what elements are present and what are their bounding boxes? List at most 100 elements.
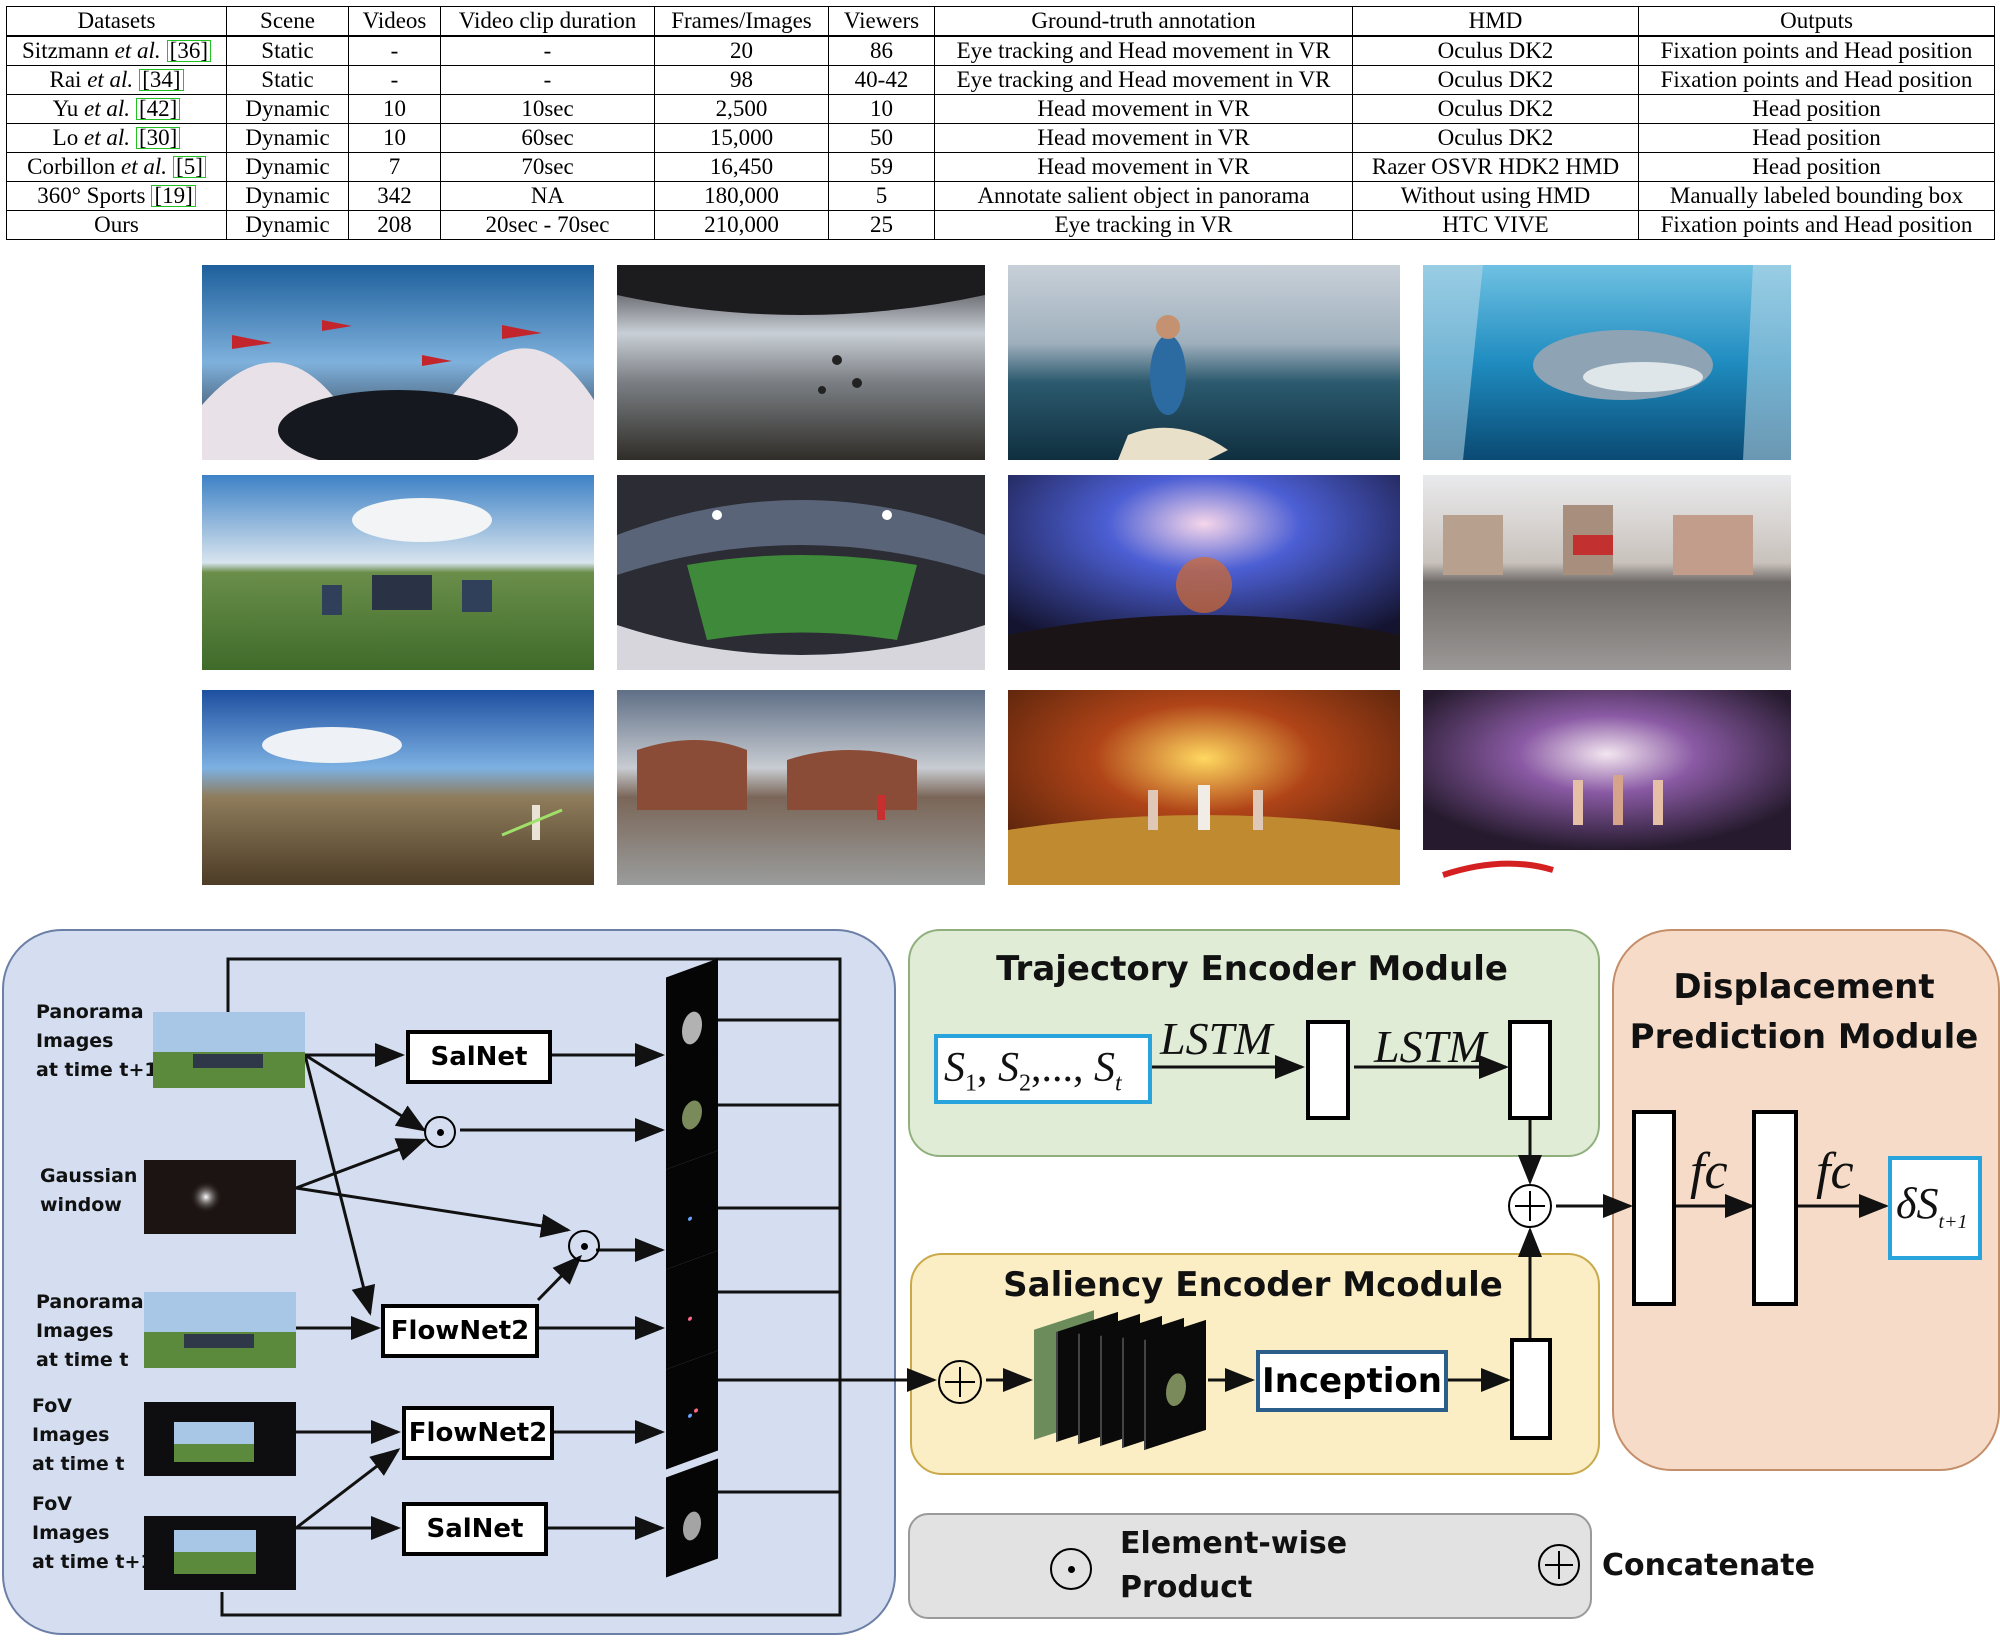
- flownet2-top-box: FlowNet2: [381, 1304, 539, 1358]
- duration-cell: 60sec: [440, 123, 655, 153]
- feature-map: [666, 1150, 718, 1270]
- duration-cell: 70sec: [440, 152, 655, 182]
- column-header: Frames/Images: [654, 6, 829, 37]
- viewers-cell: 10: [828, 94, 935, 124]
- panorama-photo: [617, 265, 985, 460]
- fc-label-1: fc: [1690, 1143, 1728, 1200]
- dataset-name-cell: Rai et al.[34]: [6, 65, 227, 95]
- lstm-label-2: LSTM: [1374, 1021, 1487, 1072]
- legend-element-wise-product: Element-wise Product: [1120, 1526, 1348, 1605]
- panorama-photo: [1008, 265, 1400, 460]
- salnet-bottom-box: SalNet: [402, 1502, 548, 1556]
- scene-cell: Dynamic: [226, 123, 349, 153]
- duration-cell: 10sec: [440, 94, 655, 124]
- frames-cell: 15,000: [654, 123, 829, 153]
- annotation-cell: Eye tracking in VR: [934, 210, 1353, 240]
- flownet2-bottom-box: FlowNet2: [402, 1406, 554, 1460]
- videos-cell: 208: [348, 210, 441, 240]
- videos-cell: -: [348, 65, 441, 95]
- panorama-photo: [202, 265, 594, 460]
- duration-cell: -: [440, 35, 655, 66]
- outputs-cell: Manually labeled bounding box: [1638, 181, 1995, 211]
- fov-thumbnail-t: [144, 1402, 296, 1476]
- frames-cell: 20: [654, 35, 829, 66]
- viewers-cell: 5: [828, 181, 935, 211]
- gaussian-window-thumbnail: [144, 1160, 296, 1234]
- scene-cell: Dynamic: [226, 210, 349, 240]
- hmd-cell: Oculus DK2: [1352, 65, 1639, 95]
- inception-box: Inception: [1256, 1350, 1448, 1412]
- annotation-cell: Head movement in VR: [934, 94, 1353, 124]
- column-header: Datasets: [6, 6, 227, 37]
- sequence-expression: S1, S2,..., St: [944, 1045, 1122, 1097]
- panorama-thumbnail-t: [144, 1292, 296, 1368]
- column-header: Outputs: [1638, 6, 1995, 37]
- fc-label-2: fc: [1816, 1143, 1854, 1200]
- citation-link[interactable]: [19]: [151, 184, 196, 207]
- videos-cell: 7: [348, 152, 441, 182]
- duration-cell: NA: [440, 181, 655, 211]
- column-header: Videos: [348, 6, 441, 37]
- label-fov-t1: FoV Images at time t+1: [32, 1493, 154, 1573]
- table-header-row: Datasets Scene Videos Video clip duratio…: [6, 6, 1995, 37]
- feature-map: [666, 1350, 718, 1470]
- panorama-photo: [617, 690, 985, 885]
- annotation-cell: Eye tracking and Head movement in VR: [934, 35, 1353, 66]
- label-gaussian-window: Gaussian window: [40, 1165, 138, 1216]
- frames-cell: 98: [654, 65, 829, 95]
- column-header: Ground-truth annotation: [934, 6, 1353, 37]
- outputs-cell: Head position: [1638, 152, 1995, 182]
- duration-cell: 20sec - 70sec: [440, 210, 655, 240]
- annotation-cell: Head movement in VR: [934, 152, 1353, 182]
- feature-map: [666, 1250, 718, 1370]
- citation-link[interactable]: [5]: [173, 155, 206, 178]
- fc-layer-1: [1632, 1110, 1676, 1306]
- saliency-encoder-title: Saliency Encoder Mcodule: [1003, 1265, 1503, 1305]
- citation-link[interactable]: [42]: [135, 97, 181, 120]
- panorama-photo: [1008, 690, 1400, 885]
- hmd-cell: Oculus DK2: [1352, 35, 1639, 66]
- concatenate-icon: [1508, 1184, 1552, 1228]
- feature-map: [666, 1050, 718, 1170]
- feature-map: [666, 1458, 718, 1578]
- column-header: HMD: [1352, 6, 1639, 37]
- scene-cell: Static: [226, 65, 349, 95]
- outputs-cell: Fixation points and Head position: [1638, 35, 1995, 66]
- label-panorama-t: Panorama Images at time t: [36, 1291, 144, 1371]
- hmd-cell: HTC VIVE: [1352, 210, 1639, 240]
- frames-cell: 180,000: [654, 181, 829, 211]
- outputs-cell: Fixation points and Head position: [1638, 65, 1995, 95]
- panorama-photo: [202, 475, 594, 670]
- citation-link[interactable]: [34]: [139, 68, 184, 91]
- scene-cell: Dynamic: [226, 181, 349, 211]
- frames-cell: 210,000: [654, 210, 829, 240]
- feature-map: [1144, 1319, 1206, 1451]
- dataset-name-cell: Sitzmann et al.[36]: [6, 35, 227, 66]
- element-wise-product-icon: [1050, 1548, 1092, 1590]
- viewers-cell: 86: [828, 35, 935, 66]
- panorama-thumbnail-t1: [153, 1012, 305, 1088]
- citation-link[interactable]: [36]: [166, 39, 211, 62]
- scene-cell: Dynamic: [226, 152, 349, 182]
- viewers-cell: 50: [828, 123, 935, 153]
- legend-concatenate: Concatenate: [1602, 1548, 1815, 1583]
- scene-cell: Dynamic: [226, 94, 349, 124]
- fc-layer-2: [1752, 1110, 1798, 1306]
- videos-cell: 10: [348, 123, 441, 153]
- outputs-cell: Head position: [1638, 94, 1995, 124]
- citation-link[interactable]: [30]: [135, 126, 181, 149]
- videos-cell: 342: [348, 181, 441, 211]
- trajectory-sequence-box: S1, S2,..., St: [934, 1034, 1152, 1104]
- column-header: Viewers: [828, 6, 935, 37]
- lstm-label-1: LSTM: [1160, 1013, 1273, 1064]
- hmd-cell: Oculus DK2: [1352, 94, 1639, 124]
- displacement-prediction-title: Displacement Prediction Module: [1629, 967, 1979, 1057]
- outputs-cell: Fixation points and Head position: [1638, 210, 1995, 240]
- column-header: Scene: [226, 6, 349, 37]
- panorama-photo: [1423, 475, 1791, 670]
- viewers-cell: 59: [828, 152, 935, 182]
